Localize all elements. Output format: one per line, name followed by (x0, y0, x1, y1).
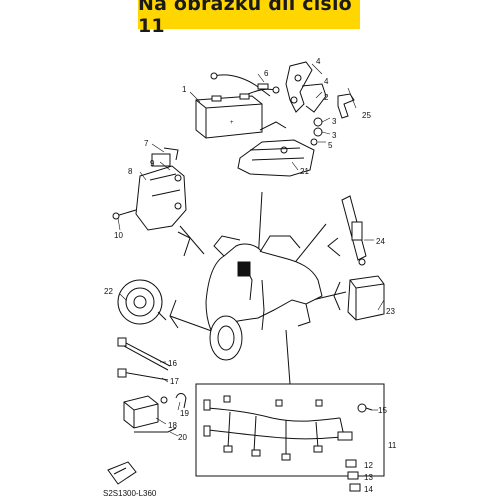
callout-15: 15 (378, 406, 387, 415)
callout-12: 12 (364, 461, 373, 470)
callout-11: 11 (388, 441, 397, 450)
horn-icon (117, 279, 167, 325)
band-icon (134, 427, 177, 433)
bracket-icon (285, 61, 327, 146)
callout-5: 5 (328, 141, 333, 150)
fuse-box-icon (347, 275, 385, 321)
callout-17: 17 (170, 377, 179, 386)
svg-text:+: + (230, 120, 234, 126)
callout-1: 1 (182, 85, 187, 94)
battery-cable-icon (210, 72, 280, 97)
callout-18: 18 (168, 421, 177, 430)
callout-24: 24 (376, 237, 385, 246)
callout-16: 16 (168, 359, 177, 368)
relay-icon (112, 147, 187, 231)
callout-23: 23 (386, 307, 395, 316)
callout-4a: 4 (316, 57, 321, 66)
callout-21: 21 (300, 167, 309, 176)
callout-3b: 3 (332, 131, 337, 140)
callout-2: 2 (324, 93, 329, 102)
callout-9: 9 (150, 159, 155, 168)
cable-tie-icon (117, 337, 171, 381)
callout-7: 7 (144, 139, 149, 148)
callout-13: 13 (364, 473, 373, 482)
ignition-coil-icon (341, 195, 367, 266)
title-banner: Na obrázku díl číslo 11 (138, 0, 360, 37)
battery-box-icon (237, 121, 315, 177)
scooter-icon (205, 235, 323, 361)
title-text: Na obrázku díl číslo 11 (138, 0, 352, 37)
front-arrow-icon (107, 461, 137, 485)
callout-19: 19 (180, 409, 189, 418)
fuse-icon (345, 459, 361, 492)
callout-8: 8 (128, 167, 133, 176)
callout-10: 10 (114, 231, 123, 240)
callout-6: 6 (264, 69, 269, 78)
diagram-code: S2S1300-L360 (103, 489, 157, 498)
clamp-icon (175, 393, 187, 409)
bulb-icon (357, 403, 373, 413)
callout-20: 20 (178, 433, 187, 442)
callout-labels: 1 2 3 3 4 4 5 6 7 8 9 10 11 12 13 14 15 … (104, 57, 397, 494)
callout-4b: 4 (324, 77, 329, 86)
battery-icon: + (195, 93, 263, 139)
callout-3a: 3 (332, 117, 337, 126)
callout-25: 25 (362, 111, 371, 120)
starter-relay-icon (123, 395, 168, 429)
callout-14: 14 (364, 485, 373, 494)
wire-harness-icon (195, 383, 385, 477)
callout-22: 22 (104, 287, 113, 296)
